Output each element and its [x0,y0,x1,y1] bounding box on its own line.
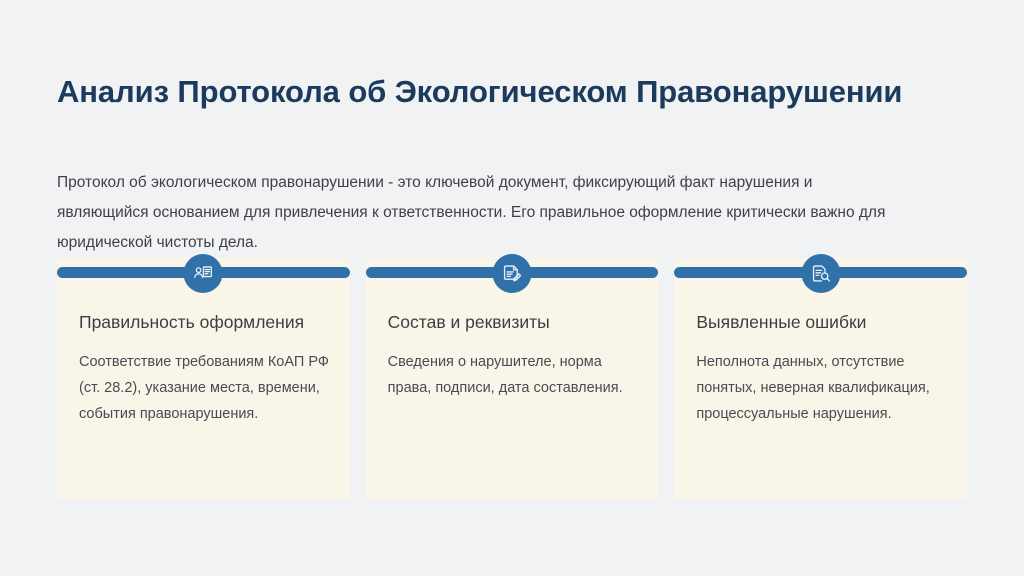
card-heading: Выявленные ошибки [696,312,867,332]
card-heading: Правильность оформления [79,312,305,332]
card-top-bar [365,254,659,293]
card-body: Выявленные ошибки Неполнота данных, отсу… [696,310,949,427]
document-pen-icon [492,254,532,293]
card-body: Состав и реквизиты Сведения о нарушителе… [388,310,641,401]
card-vyyavlennye-oshibki[interactable]: Выявленные ошибки Неполнота данных, отсу… [674,254,968,500]
page-title: Анализ Протокола об Экологическом Правон… [57,74,903,109]
card-top-bar [57,254,350,293]
user-document-icon [183,254,223,293]
intro-paragraph: Протокол об экологическом правонарушении… [57,173,886,251]
card-top-bar [674,254,968,293]
card-body: Правильность оформления Соответствие тре… [79,310,332,427]
card-text: Соответствие требованиям КоАП РФ (ст. 28… [79,354,329,422]
card-text: Неполнота данных, отсутствие понятых, не… [696,354,930,422]
card-heading: Состав и реквизиты [387,312,550,332]
card-pravilnost-oformleniya[interactable]: Правильность оформления Соответствие тре… [57,254,350,500]
card-sostav-i-rekvizity[interactable]: Состав и реквизиты Сведения о нарушителе… [365,254,659,500]
document-search-icon [801,254,841,293]
card-text: Сведения о нарушителе, норма права, подп… [387,354,623,396]
card-row: Правильность оформления Соответствие тре… [57,254,968,500]
